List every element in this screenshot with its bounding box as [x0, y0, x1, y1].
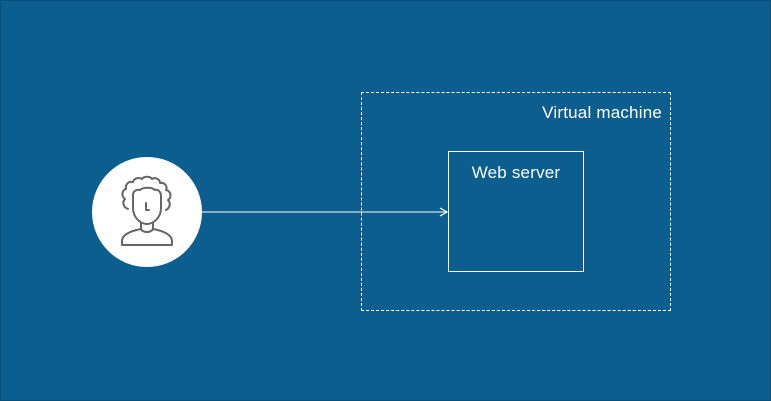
virtual-machine-boundary: Virtual machine	[361, 92, 671, 311]
web-server-node: Web server	[448, 151, 584, 272]
arrowhead-icon	[439, 207, 449, 217]
virtual-machine-label: Virtual machine	[542, 103, 662, 122]
user-node	[92, 157, 202, 267]
user-avatar-icon	[121, 175, 173, 246]
web-server-label: Web server	[471, 163, 561, 182]
connector-arrow	[202, 207, 449, 217]
